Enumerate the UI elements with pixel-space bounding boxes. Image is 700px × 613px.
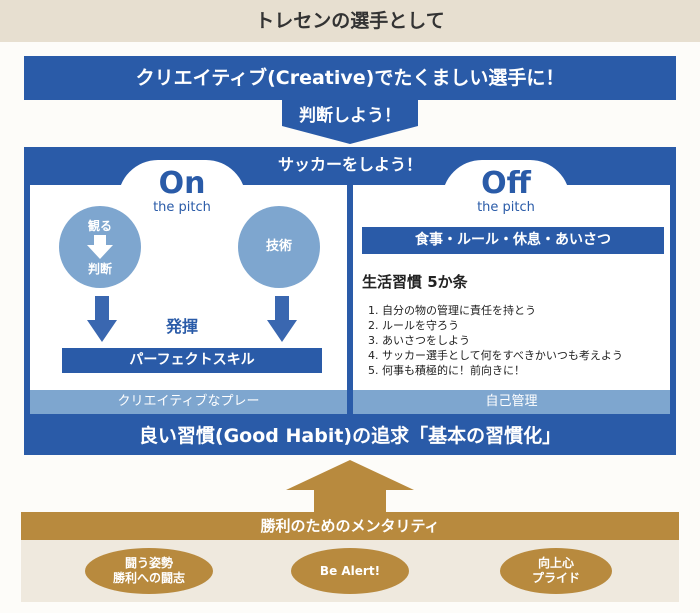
be-alert-pill: Be Alert! (291, 548, 409, 594)
down-arrow-icon (87, 235, 113, 259)
list-item: 1. 自分の物の管理に責任を持とう (368, 304, 536, 317)
exert-label: 発揮 (166, 317, 199, 336)
perfect-skill-bar: パーフェクトスキル (62, 348, 322, 373)
judge-arrow-icon (282, 100, 418, 144)
page-title: トレセンの選手として (255, 10, 445, 32)
pride-pill: 向上心 プライド (500, 548, 612, 594)
list-item: 2. ルールを守ろう (368, 319, 459, 332)
on-tab-title: On (158, 166, 206, 201)
pill-line: 勝利への闘志 (112, 571, 185, 585)
habit-list: 1. 自分の物の管理に責任を持とう 2. ルールを守ろう 3. あいさつをしよう… (368, 303, 623, 378)
creative-player-banner: クリエイティブ(Creative)でたくましい選手に！ (24, 56, 676, 100)
soccer-header: サッカーをしよう！ (277, 155, 422, 174)
off-pitch-panel (353, 185, 670, 414)
list-item: 5. 何事も積極的に！前向きに！ (368, 364, 525, 377)
up-arrow-icon (286, 460, 414, 512)
off-tab-subtitle: the pitch (477, 200, 535, 215)
pill-line: Be Alert! (319, 563, 381, 578)
list-item: 3. あいさつをしよう (368, 334, 470, 347)
judge-arrow-label: 判断しよう！ (299, 106, 401, 126)
title-bar: トレセンの選手として (0, 0, 700, 42)
creative-play-bar: クリエイティブなプレー (30, 390, 347, 414)
off-pitch-tab: Off the pitch (442, 160, 570, 215)
list-item: 4. サッカー選手として何をすべきかいつも考えよう (368, 349, 623, 362)
self-management-bar: 自己管理 (353, 390, 670, 414)
good-habit-banner: 良い習慣(Good Habit)の追求「基本の習慣化」 (138, 425, 562, 447)
right-down-arrow-icon (267, 296, 297, 342)
judge-label: 判断 (87, 262, 112, 276)
watch-label: 観る (87, 219, 112, 233)
on-pitch-tab: On the pitch (118, 160, 246, 215)
food-rule-rest-bar: 食事・ルール・休息・あいさつ (362, 227, 664, 254)
on-tab-subtitle: the pitch (153, 200, 211, 215)
pill-line: 闘う姿勢 (124, 556, 173, 570)
left-down-arrow-icon (87, 296, 117, 342)
off-tab-title: Off (481, 166, 531, 201)
technique-circle: 技術 (238, 206, 320, 288)
fighting-spirit-pill: 闘う姿勢 勝利への闘志 (85, 548, 213, 594)
watch-judge-circle: 観る 判断 (59, 206, 141, 288)
habits-heading: 生活習慣 5か条 (362, 273, 468, 291)
pill-line: 向上心 (537, 556, 574, 570)
mentality-bar: 勝利のためのメンタリティ (21, 512, 679, 540)
pill-line: プライド (531, 571, 580, 585)
